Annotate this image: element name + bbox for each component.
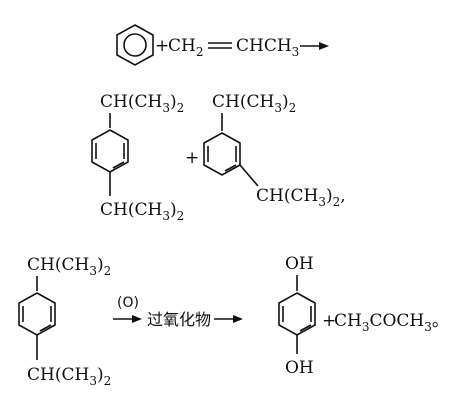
meta-right-group: CH(CH3)2,	[256, 186, 346, 209]
propene-right-text: CHCH3	[236, 36, 299, 59]
plus-sign: +	[155, 36, 169, 56]
oxidant-label: (O)	[117, 295, 139, 311]
hydroxyl-bottom: OH	[285, 358, 314, 378]
para-product: CH(CH3)2 CH(CH3)2	[91, 92, 184, 223]
benzene-ring	[116, 24, 154, 66]
meta-top-group: CH(CH3)2	[212, 92, 296, 115]
reactant-bottom-group: CH(CH3)2	[27, 365, 111, 388]
acetone-formula: CH3COCH3。	[334, 311, 449, 334]
meta-product: CH(CH3)2 CH(CH3)2,	[203, 92, 346, 209]
propene-left-text: CH2	[168, 36, 203, 59]
hydroxyl-top: OH	[285, 254, 314, 274]
reactant-top-group: CH(CH3)2	[27, 255, 111, 278]
reaction-arrow-2	[113, 315, 142, 323]
reaction-arrow-1	[300, 42, 329, 50]
reaction2-reactant: CH(CH3)2 CH(CH3)2	[18, 255, 111, 388]
peroxide-label: 过氧化物	[147, 310, 211, 329]
double-bond	[208, 42, 232, 49]
reaction-arrow-3	[214, 315, 243, 323]
para-top-group: CH(CH3)2	[100, 92, 184, 115]
hydroquinone: OH OH	[278, 254, 316, 378]
plus-sign-2: +	[322, 311, 336, 331]
plus-sign-products: +	[185, 148, 199, 168]
para-bottom-group: CH(CH3)2	[100, 200, 184, 223]
